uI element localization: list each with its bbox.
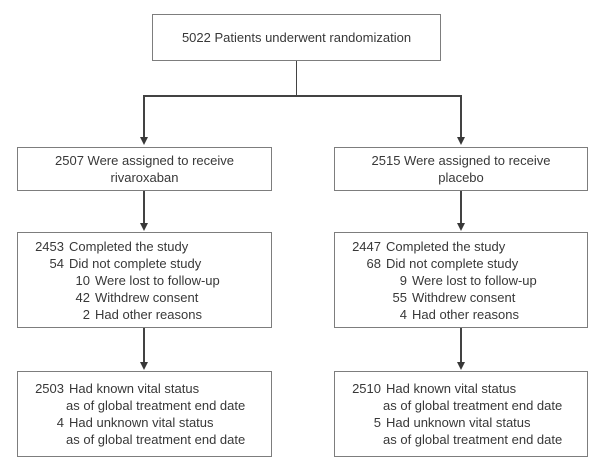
row-count: 2510 (352, 381, 381, 396)
row-count: 68 (366, 255, 381, 271)
drug-name: placebo (438, 170, 484, 185)
completion-subrow: 2 Had other reasons (24, 306, 268, 323)
row-label: Did not complete study (386, 255, 519, 271)
arrow-rivaroxaban-to-completion (143, 191, 145, 223)
completion-subrow: 9 Were lost to follow-up (341, 272, 584, 289)
row-label: Did not complete study (69, 255, 202, 271)
row-count: 2453 (35, 238, 64, 254)
row-count: 42 (75, 289, 90, 305)
completion-subrow: 55 Withdrew consent (341, 289, 584, 306)
vital-status-row: 4 Had unknown vital status (24, 414, 268, 431)
randomization-text: 5022 Patients underwent randomization (182, 29, 411, 46)
connector-stub (295, 61, 297, 96)
arrow-to-rivaroxaban-assignment (143, 95, 145, 137)
assigned-count: 2507 (55, 153, 84, 168)
completion-subrow: 4 Had other reasons (341, 306, 584, 323)
completion-row: 2453 Completed the study (24, 238, 268, 255)
row-label: Had unknown vital status (386, 415, 531, 430)
completion-row: 2447 Completed the study (341, 238, 584, 255)
row-label: as of global treatment end date (383, 432, 563, 447)
connector-horizontal (143, 95, 462, 97)
arrow-placebo-to-vital-status (460, 328, 462, 362)
row-count: 9 (399, 272, 407, 288)
randomization-box: 5022 Patients underwent randomization (152, 14, 441, 61)
vital-status-row: 5 Had unknown vital status (341, 414, 584, 431)
row-label: Had known vital status (69, 381, 200, 396)
row-label: Were lost to follow-up (95, 272, 220, 288)
row-label: as of global treatment end date (66, 398, 246, 413)
row-count: 10 (75, 272, 90, 288)
row-count: 2447 (352, 238, 381, 254)
row-label: Had other reasons (412, 306, 519, 322)
arrow-rivaroxaban-to-vital-status (143, 328, 145, 362)
vital-status-continuation: as of global treatment end date (24, 397, 268, 414)
row-count: 2503 (35, 381, 64, 396)
assigned-label: Were assigned to receive (87, 153, 234, 168)
row-count: 5 (373, 415, 381, 430)
randomization-label: Patients underwent randomization (214, 30, 412, 45)
row-label: as of global treatment end date (66, 432, 246, 447)
rivaroxaban-vital-status-box: 2503 Had known vital status as of global … (17, 371, 272, 457)
assignment-line: 2515 Were assigned to receive (372, 152, 551, 169)
assignment-line: 2507 Were assigned to receive (55, 152, 234, 169)
row-count: 54 (49, 255, 64, 271)
assigned-label: Were assigned to receive (404, 153, 551, 168)
row-count: 2 (82, 306, 90, 322)
rivaroxaban-assignment-box: 2507 Were assigned to receive rivaroxaba… (17, 147, 272, 191)
row-label: Had other reasons (95, 306, 202, 322)
row-label: Had unknown vital status (69, 415, 214, 430)
row-count: 4 (56, 415, 64, 430)
placebo-assignment-box: 2515 Were assigned to receive placebo (334, 147, 588, 191)
vital-status-row: 2510 Had known vital status (341, 380, 584, 397)
row-count: 4 (399, 306, 407, 322)
row-label: Withdrew consent (412, 289, 516, 305)
arrow-to-placebo-assignment (460, 95, 462, 137)
vital-status-continuation: as of global treatment end date (341, 431, 584, 448)
row-label: Completed the study (386, 238, 506, 254)
row-label: Withdrew consent (95, 289, 199, 305)
row-count: 55 (392, 289, 407, 305)
vital-status-row: 2503 Had known vital status (24, 380, 268, 397)
completion-row: 54 Did not complete study (24, 255, 268, 272)
completion-subrow: 42 Withdrew consent (24, 289, 268, 306)
row-label: Were lost to follow-up (412, 272, 537, 288)
placebo-vital-status-box: 2510 Had known vital status as of global … (334, 371, 588, 457)
completion-subrow: 10 Were lost to follow-up (24, 272, 268, 289)
placebo-completion-box: 2447 Completed the study 68 Did not comple… (334, 232, 588, 328)
completion-row: 68 Did not complete study (341, 255, 584, 272)
rivaroxaban-completion-box: 2453 Completed the study 54 Did not comple… (17, 232, 272, 328)
assigned-count: 2515 (371, 153, 401, 168)
arrow-placebo-to-completion (460, 191, 462, 223)
drug-name: rivaroxaban (110, 170, 179, 185)
randomization-count: 5022 (181, 30, 211, 45)
row-label: Had known vital status (386, 381, 517, 396)
row-label: as of global treatment end date (383, 398, 563, 413)
vital-status-continuation: as of global treatment end date (24, 431, 268, 448)
vital-status-continuation: as of global treatment end date (341, 397, 584, 414)
row-label: Completed the study (69, 238, 189, 254)
